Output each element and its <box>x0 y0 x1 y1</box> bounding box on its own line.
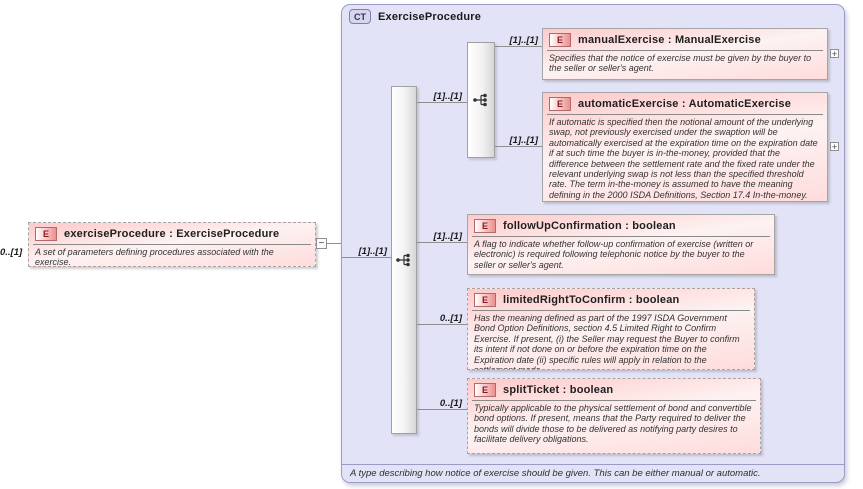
connector-line <box>417 102 467 103</box>
title-divider <box>472 310 750 311</box>
connector-line <box>417 324 467 325</box>
element-title: exerciseProcedure : ExerciseProcedure <box>64 228 280 240</box>
complex-type-header: CT ExerciseProcedure <box>349 9 481 24</box>
element-title: automaticExercise : AutomaticExercise <box>578 98 792 110</box>
cardinality-label-sequence: [1]..[1] <box>358 246 388 257</box>
cardinality-label-limited-right-to-confirm: 0..[1] <box>439 313 462 324</box>
element-description: A set of parameters defining procedures … <box>35 247 274 267</box>
element-header: E followUpConfirmation : boolean <box>468 215 774 234</box>
cardinality-label-automatic-exercise: [1]..[1] <box>509 135 539 146</box>
element-header: E manualExercise : ManualExercise <box>543 29 827 48</box>
sequence-icon <box>396 253 410 267</box>
title-divider <box>472 400 756 401</box>
expand-button-manual-exercise[interactable]: + <box>830 48 839 59</box>
element-icon: E <box>35 227 57 241</box>
element-title: splitTicket : boolean <box>503 384 614 396</box>
element-header: E splitTicket : boolean <box>468 379 760 398</box>
complex-type-icon: CT <box>349 9 371 24</box>
element-icon: E <box>549 33 571 47</box>
connector-line <box>417 242 467 243</box>
element-description: Has the meaning defined as part of the 1… <box>474 313 740 369</box>
connector-line <box>495 46 542 47</box>
complex-type-title: ExerciseProcedure <box>378 10 482 23</box>
element-title: limitedRightToConfirm : boolean <box>503 294 680 306</box>
connector-line <box>417 409 467 410</box>
element-description: If automatic is specified then the notio… <box>549 117 818 200</box>
footer-divider <box>342 464 844 465</box>
element-box-manual-exercise[interactable]: E manualExercise : ManualExercise Specif… <box>542 28 828 80</box>
choice-icon <box>473 93 487 107</box>
element-box-follow-up-confirmation[interactable]: E followUpConfirmation : boolean A flag … <box>467 214 775 275</box>
element-title: followUpConfirmation : boolean <box>503 220 676 232</box>
connector-line <box>342 257 391 258</box>
cardinality-label-follow-up-confirmation: [1]..[1] <box>433 231 463 242</box>
element-header: E automaticExercise : AutomaticExercise <box>543 93 827 112</box>
element-description: Specifies that the notice of exercise mu… <box>549 53 812 74</box>
element-header: E exerciseProcedure : ExerciseProcedure <box>29 223 315 242</box>
element-icon: E <box>474 219 496 233</box>
sequence-indicator[interactable] <box>391 86 417 434</box>
choice-indicator[interactable] <box>467 42 495 158</box>
expand-button-automatic-exercise[interactable]: + <box>830 141 839 152</box>
cardinality-label-choice: [1]..[1] <box>433 91 463 102</box>
element-box-split-ticket[interactable]: E splitTicket : boolean Typically applic… <box>467 378 761 454</box>
element-header: E limitedRightToConfirm : boolean <box>468 289 754 308</box>
title-divider <box>547 114 823 115</box>
cardinality-label-manual-exercise: [1]..[1] <box>509 35 539 46</box>
cardinality-label-root: 0..[1] <box>0 247 23 258</box>
element-description: Typically applicable to the physical set… <box>474 403 752 445</box>
title-divider <box>547 50 823 51</box>
title-divider <box>33 244 311 245</box>
element-title: manualExercise : ManualExercise <box>578 34 761 46</box>
element-icon: E <box>474 383 496 397</box>
title-divider <box>472 236 770 237</box>
complex-type-footer-note: A type describing how notice of exercise… <box>350 468 761 479</box>
element-icon: E <box>474 293 496 307</box>
element-box-automatic-exercise[interactable]: E automaticExercise : AutomaticExercise … <box>542 92 828 202</box>
element-icon: E <box>549 97 571 111</box>
cardinality-label-split-ticket: 0..[1] <box>439 398 462 409</box>
connector-line <box>327 243 341 244</box>
collapse-button[interactable]: − <box>316 238 327 249</box>
element-description: A flag to indicate whether follow-up con… <box>474 239 754 270</box>
connector-line <box>495 146 542 147</box>
element-box-exercise-procedure[interactable]: E exerciseProcedure : ExerciseProcedure … <box>28 222 316 267</box>
element-box-limited-right-to-confirm[interactable]: E limitedRightToConfirm : boolean Has th… <box>467 288 755 370</box>
